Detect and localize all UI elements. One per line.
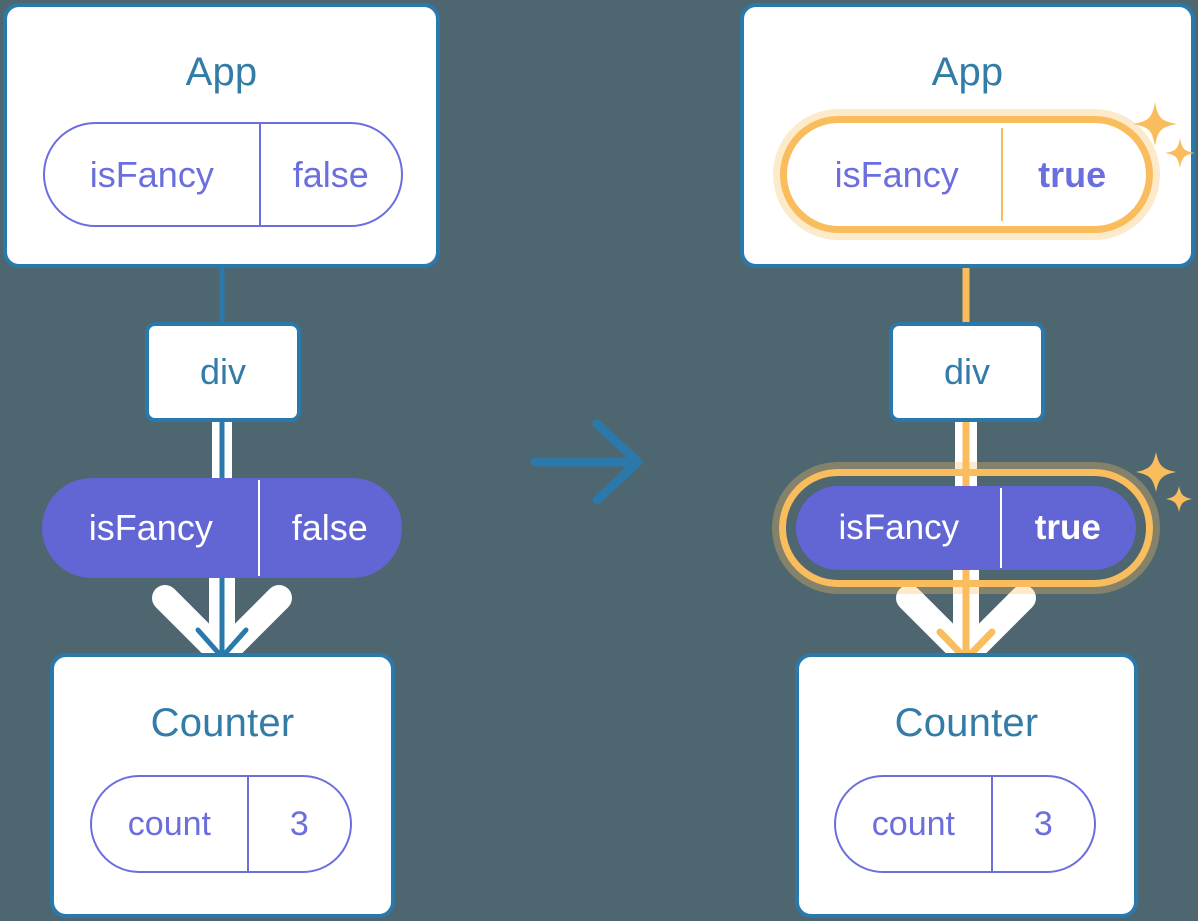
counter-state-pill-key-before: count bbox=[127, 804, 211, 843]
prop-pill-value-after: true bbox=[999, 488, 1134, 568]
counter-state-pill-value-before: 3 bbox=[246, 777, 350, 871]
app-state-pill-after[interactable]: isFancy true bbox=[790, 126, 1143, 223]
app-state-pill-value-before: false bbox=[258, 124, 401, 225]
app-state-pill-value-after: true bbox=[1001, 128, 1141, 221]
prop-pill-after[interactable]: isFancy true bbox=[796, 486, 1136, 570]
prop-pill-key-after: isFancy bbox=[838, 508, 960, 547]
prop-pill-key-before: isFancy bbox=[88, 507, 213, 548]
app-sparkles-icon-after bbox=[1128, 100, 1198, 175]
prop-pill-value-before: false bbox=[257, 480, 400, 576]
prop-pill-highlight-ring-after bbox=[779, 469, 1153, 587]
app-state-pill-before[interactable]: isFancy false bbox=[43, 122, 403, 227]
counter-state-pill-after[interactable]: count 3 bbox=[834, 775, 1096, 873]
right-arrow-icon bbox=[530, 419, 643, 505]
app-state-pill-highlight-ring-after bbox=[780, 116, 1153, 233]
app-state-pill-key-after: isFancy bbox=[834, 153, 959, 195]
prop-pill-before[interactable]: isFancy false bbox=[42, 478, 402, 578]
counter-state-pill-key-after: count bbox=[871, 804, 955, 843]
prop-sparkles-icon-after bbox=[1132, 450, 1194, 520]
counter-title-after: Counter bbox=[894, 701, 1039, 745]
counter-state-pill-value-after: 3 bbox=[990, 777, 1094, 871]
div-node-before: div bbox=[145, 322, 301, 422]
app-state-pill-key-before: isFancy bbox=[89, 153, 214, 195]
counter-state-pill-before[interactable]: count 3 bbox=[90, 775, 352, 873]
div-node-after: div bbox=[889, 322, 1045, 422]
counter-title-before: Counter bbox=[150, 701, 295, 745]
app-title-before: App bbox=[185, 50, 258, 94]
app-title-after: App bbox=[931, 50, 1004, 94]
